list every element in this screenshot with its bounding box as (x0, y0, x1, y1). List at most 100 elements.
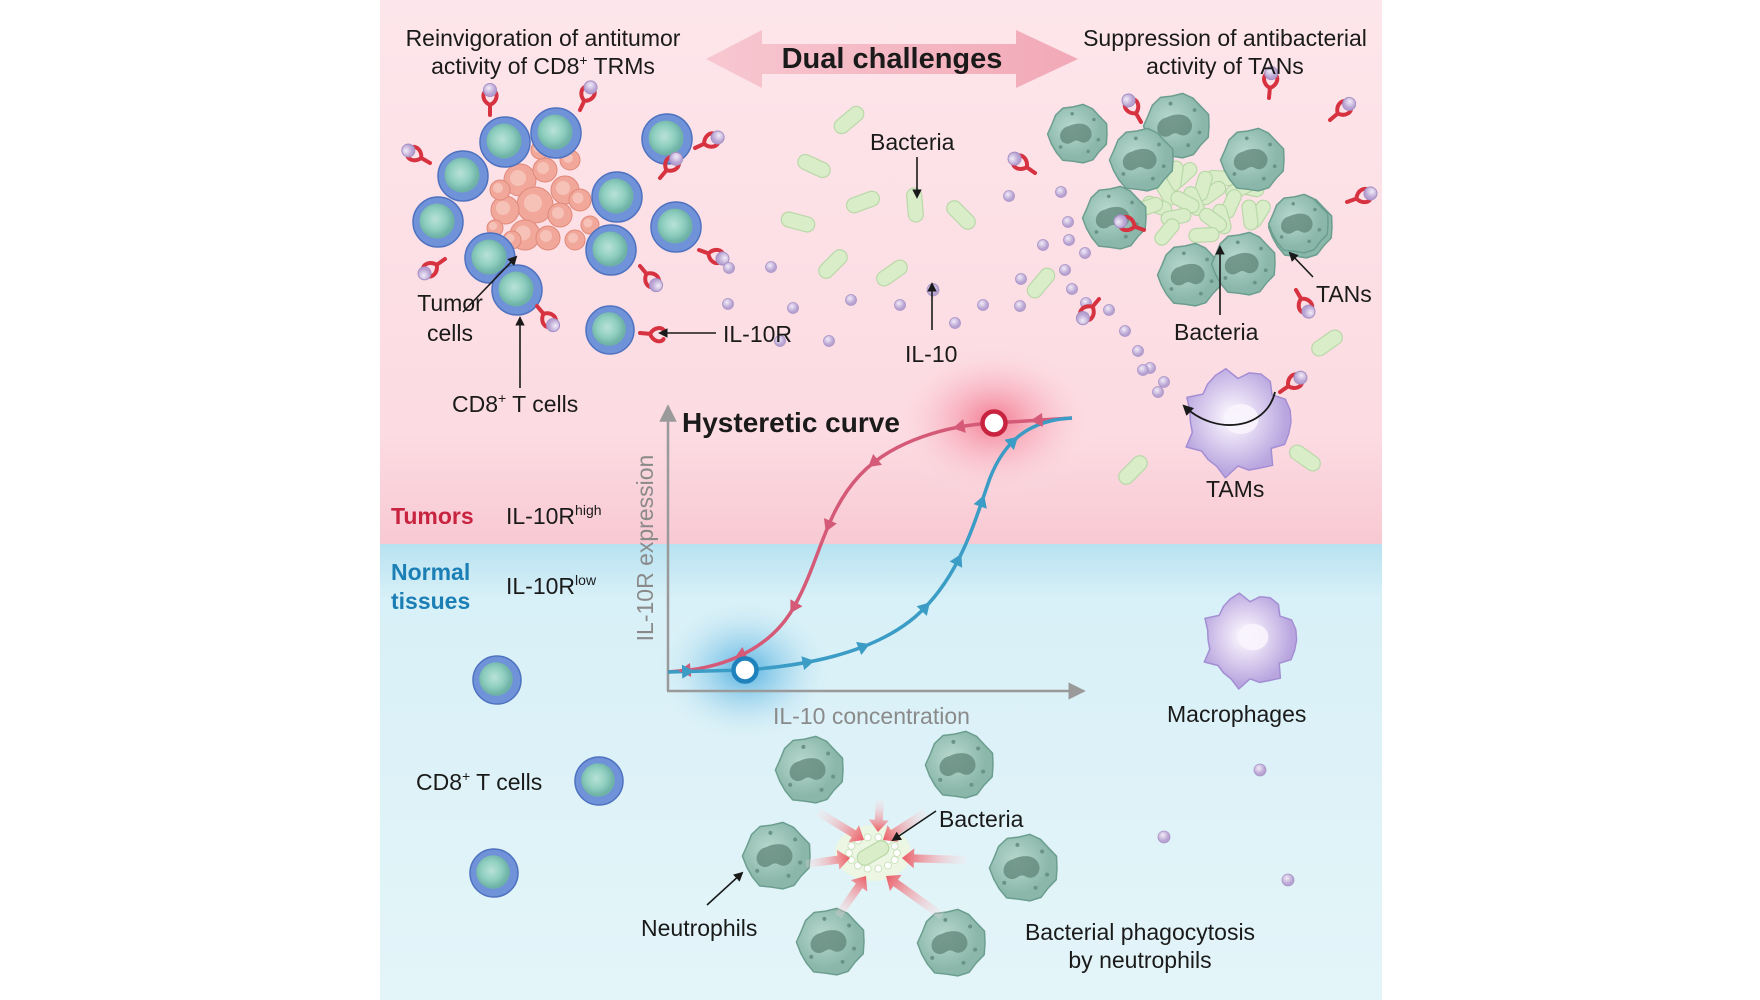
cd8-t-cell-icon (469, 848, 519, 898)
il10r-label: IL-10R (723, 321, 793, 347)
curve-chevron (973, 495, 987, 509)
curve-chevron (868, 454, 882, 468)
bacterium-icon (833, 105, 865, 135)
tans-label: TANs (1316, 281, 1372, 307)
bacterium-icon (1241, 199, 1259, 231)
frame-background-left (0, 0, 380, 1000)
left-title-text: activity of CD8 (431, 53, 580, 79)
neutrophil-icon (1081, 185, 1147, 250)
cd8-t-cell-icon (591, 171, 643, 223)
neutrophil-icon (988, 833, 1058, 902)
neutrophil-icon (741, 821, 811, 890)
phagocytosis-arrow (834, 876, 868, 919)
il10-dot (774, 335, 786, 347)
normal-cd8-text: CD8 (416, 769, 463, 795)
left-challenge-title: Reinvigoration of antitumor activity of … (380, 24, 706, 80)
phagocytosis-label: Bacterial phagocytosis by neutrophils (1020, 918, 1260, 974)
phagocytosis-arrow (885, 874, 945, 920)
curve-chevron (916, 602, 930, 616)
tumor-cd8-suffix: T cells (506, 391, 579, 417)
label-pointers (462, 157, 1314, 906)
il10-dot (1062, 216, 1074, 228)
phagocytosis-arrow (815, 808, 864, 843)
il10-dot (1103, 304, 1115, 316)
tumor-cells-label: Tumor cells (404, 288, 496, 348)
phagocytosis-line-2: by neutrophils (1068, 947, 1212, 973)
phagocytosis-arrow (902, 848, 967, 869)
bacterium-icon (856, 840, 890, 866)
cd8-t-cell-icon (650, 201, 702, 253)
bacterium-icon (1026, 267, 1056, 299)
right-title-line-1: Suppression of antibacterial (1083, 25, 1367, 51)
il10-bound-receptor-icon (638, 264, 664, 293)
hysteretic-curve-title: Hysteretic curve (682, 407, 900, 438)
cd8-t-cell-icon (412, 196, 464, 248)
pointer-line (706, 871, 744, 906)
neutrophil-icon (1108, 127, 1174, 192)
curve-chevron (790, 599, 803, 614)
tumor-cd8-text: CD8 (452, 391, 499, 417)
left-title-line-1: Reinvigoration of antitumor (405, 25, 681, 51)
right-challenge-title: Suppression of antibacterial activity of… (1068, 24, 1382, 80)
il10-bound-receptor-icon (535, 304, 561, 333)
il10r-low-label: IL-10Rlow (506, 572, 596, 600)
pointer-line (462, 255, 518, 313)
tumor-associated-neutrophils (1007, 66, 1378, 326)
normal-line-1: Normal (391, 559, 471, 585)
neutrophil-icon (924, 730, 994, 799)
il10-dot (723, 262, 735, 274)
tumors-region-label: Tumors (391, 503, 474, 529)
high-state-marker (980, 409, 1008, 437)
frame-background-right (1382, 0, 1760, 1000)
curve-chevron (949, 553, 963, 568)
bacterium-icon (1198, 207, 1228, 233)
bacteria-top-label: Bacteria (870, 129, 955, 155)
neutrophil-icon (1267, 193, 1329, 254)
cd8-t-cell-icon (479, 116, 531, 168)
phagocytosis-line-1: Bacterial phagocytosis (1024, 919, 1256, 945)
neutrophils-label: Neutrophils (641, 915, 758, 941)
il10-bound-receptor-icon (1075, 297, 1101, 326)
macrophages-label: Macrophages (1167, 701, 1307, 727)
bacteria-normal-label: Bacteria (939, 806, 1024, 832)
tumor-cd8-superscript: + (498, 390, 507, 406)
il10-dot (1253, 763, 1267, 777)
il10-dot (823, 335, 835, 347)
il10-dot (1152, 386, 1164, 398)
il10r-high-text: IL-10R (506, 503, 576, 529)
tumor-cells-line-1: Tumor (417, 290, 483, 316)
neutrophil-icon (795, 907, 865, 976)
neutrophil-icon (1210, 231, 1276, 296)
il10-bound-receptor-icon (1121, 93, 1143, 124)
il10-bound-receptor-icon (658, 151, 684, 180)
macrophage-icon (1185, 367, 1292, 479)
il10r-high-label: IL-10Rhigh (506, 502, 602, 530)
bacteria-group (780, 105, 1343, 485)
bacterium-icon (818, 249, 848, 279)
y-axis-label: IL-10R expression (632, 454, 658, 642)
il10-label: IL-10 (905, 341, 958, 367)
neutrophil-icon (1046, 103, 1108, 164)
il10-bound-receptor-icon (1113, 214, 1146, 233)
bacterium-icon (845, 190, 881, 214)
il10r-low-text: IL-10R (506, 573, 576, 599)
tumor-associated-macrophage (1185, 367, 1308, 479)
phagocytosis-arrow (868, 799, 889, 832)
neutrophil-icon (1156, 242, 1222, 307)
cd8-t-cell-icon (585, 224, 637, 276)
il10-dot (787, 302, 799, 314)
il10-dot (926, 283, 940, 297)
il10-dot (1063, 234, 1075, 246)
il10-dot (765, 261, 777, 273)
x-axis-label: IL-10 concentration (773, 703, 970, 729)
il10-dot (845, 294, 857, 306)
tumor-cells-line-2: cells (426, 320, 473, 346)
pointer-line (1288, 251, 1314, 278)
curve-chevron (823, 518, 837, 532)
cd8-t-cell-icon (472, 655, 522, 705)
curve-direction-arrows (678, 412, 1043, 679)
bacterium-icon (1289, 444, 1321, 472)
curve-chevron (1004, 436, 1018, 450)
tumor-cell-cluster (486, 140, 600, 251)
